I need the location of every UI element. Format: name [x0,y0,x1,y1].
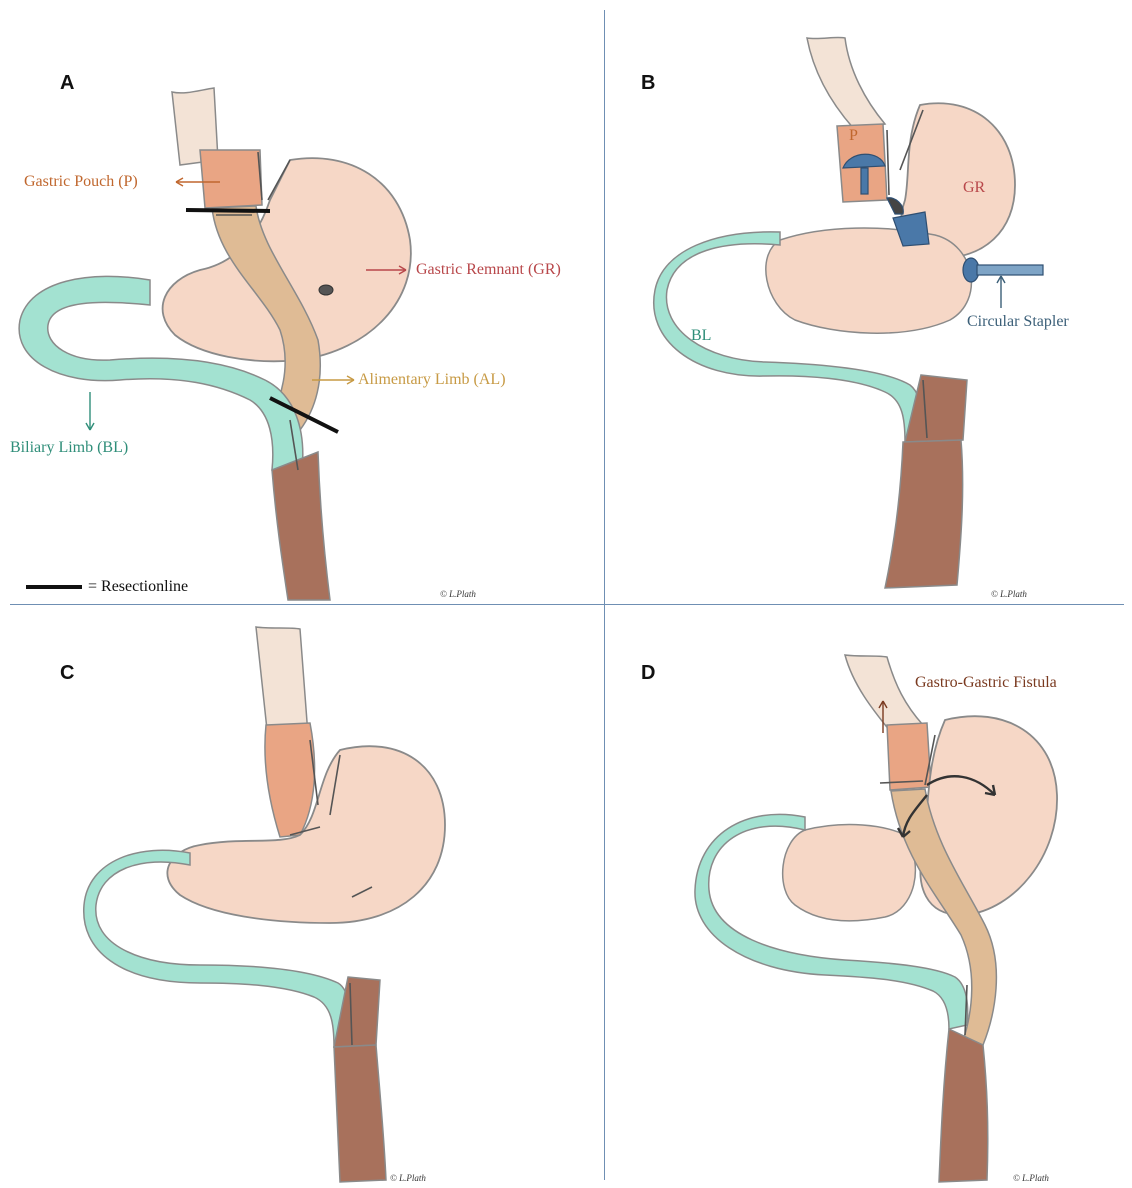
fistula-label: Gastro-Gastric Fistula [915,675,1057,691]
common-channel [334,1045,386,1182]
panel-d-illustration [605,605,1132,1188]
panel-a: A [0,0,604,604]
panel-b: B [605,0,1132,604]
copyright-c: © L.Plath [390,1173,426,1183]
esophagus [256,627,308,739]
limb-stump [905,375,967,442]
biliary-label: BL [691,328,711,344]
stomach-body [783,825,916,921]
pouch-label: P [849,128,858,144]
esophagus [807,37,885,130]
panel-b-illustration [605,0,1132,604]
common-channel [885,440,963,588]
gastric-remnant-label: Gastric Remnant (GR) [416,262,561,278]
panel-c-illustration [0,605,604,1188]
panel-d: D Gastro-Gas [605,605,1132,1188]
copyright-b: © L.Plath [991,589,1027,599]
alimentary-limb-label: Alimentary Limb (AL) [358,372,506,388]
gastric-pouch-label: Gastric Pouch (P) [24,174,138,190]
copyright-d: © L.Plath [1013,1173,1049,1183]
common-channel [272,452,330,600]
esophagus [845,655,923,731]
common-channel [939,1029,988,1182]
remnant-label: GR [963,180,985,196]
legend-label: = Resectionline [88,579,188,595]
biliary-limb-label: Biliary Limb (BL) [10,440,128,456]
panel-c: C © L.Plath [0,605,604,1188]
copyright-a: © L.Plath [440,589,476,599]
panel-a-illustration [0,0,604,604]
gastric-pouch [200,150,262,208]
stapler-label: Circular Stapler [967,314,1069,330]
gastric-pouch [265,723,315,837]
stapler-arrow [997,276,1005,308]
gastric-pouch [887,723,931,790]
remnant-opening [319,285,333,295]
resection-line-pouch [186,210,270,211]
stomach-body [766,228,972,333]
